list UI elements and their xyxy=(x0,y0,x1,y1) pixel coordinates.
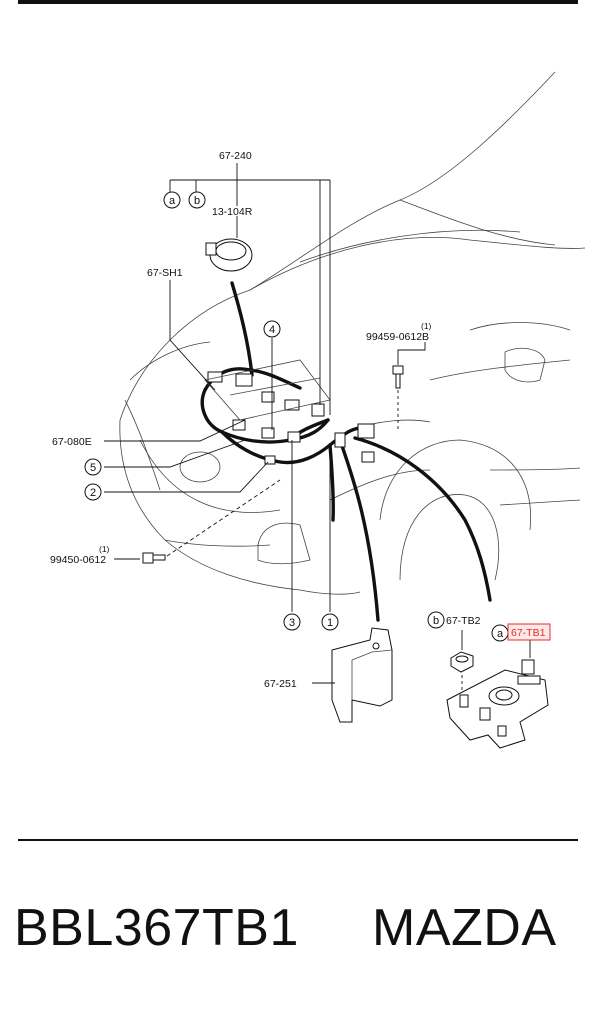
callout-1: 1 xyxy=(327,617,333,629)
ref-a: a xyxy=(169,195,176,207)
leader-lines xyxy=(104,163,531,684)
callout-3: 3 xyxy=(289,617,295,629)
top-rule xyxy=(18,0,578,4)
callout-circle-5 xyxy=(84,458,102,476)
label-bolt-upper-qty: (1) xyxy=(421,321,432,331)
label-67-251: 67-251 xyxy=(264,678,297,690)
label-67-TB1: 67-TB1 xyxy=(511,627,546,639)
callout-4: 4 xyxy=(269,324,275,336)
label-67-SH1: 67-SH1 xyxy=(147,267,183,279)
label-bolt-lower-qty: (1) xyxy=(99,544,110,554)
callout-circle-3 xyxy=(283,613,301,631)
cover-part xyxy=(331,627,393,723)
ref-b-tb2: b xyxy=(433,615,439,627)
label-13-104R: 13-104R xyxy=(212,206,253,218)
bottom-rule xyxy=(18,839,578,841)
brand-name: MAZDA xyxy=(372,899,557,957)
parts-diagram: 67-240 a b 13-104R 67-SH1 (1) 99459-0612… xyxy=(50,71,586,749)
car-outline xyxy=(119,71,586,595)
label-67-240: 67-240 xyxy=(219,150,252,162)
ref-b: b xyxy=(194,195,200,207)
ref-circle-b xyxy=(188,191,206,209)
callout-circle-4 xyxy=(263,320,281,338)
bolt-upper-part xyxy=(392,365,404,430)
label-67-TB2: 67-TB2 xyxy=(446,615,481,627)
callout-5: 5 xyxy=(90,462,96,474)
terminal-parts xyxy=(446,651,549,749)
callout-2: 2 xyxy=(90,487,96,499)
ref-a-tb1: a xyxy=(497,628,504,640)
label-99450-0612: 99450-0612 xyxy=(50,554,106,566)
highlight-box-67-TB1 xyxy=(507,623,551,641)
ref-circle-b-tb2 xyxy=(427,611,445,629)
label-99459-0612B: 99459-0612B xyxy=(366,331,429,343)
part-code: BBL367TB1 xyxy=(14,899,299,957)
label-67-080E: 67-080E xyxy=(52,436,92,448)
callout-circle-2 xyxy=(84,483,102,501)
sensor-part xyxy=(205,238,253,272)
connectors xyxy=(204,359,375,465)
wiring-harness xyxy=(200,281,492,622)
callout-circle-1 xyxy=(321,613,339,631)
bolt-lower-part xyxy=(142,479,281,564)
ref-circle-a xyxy=(163,191,181,209)
